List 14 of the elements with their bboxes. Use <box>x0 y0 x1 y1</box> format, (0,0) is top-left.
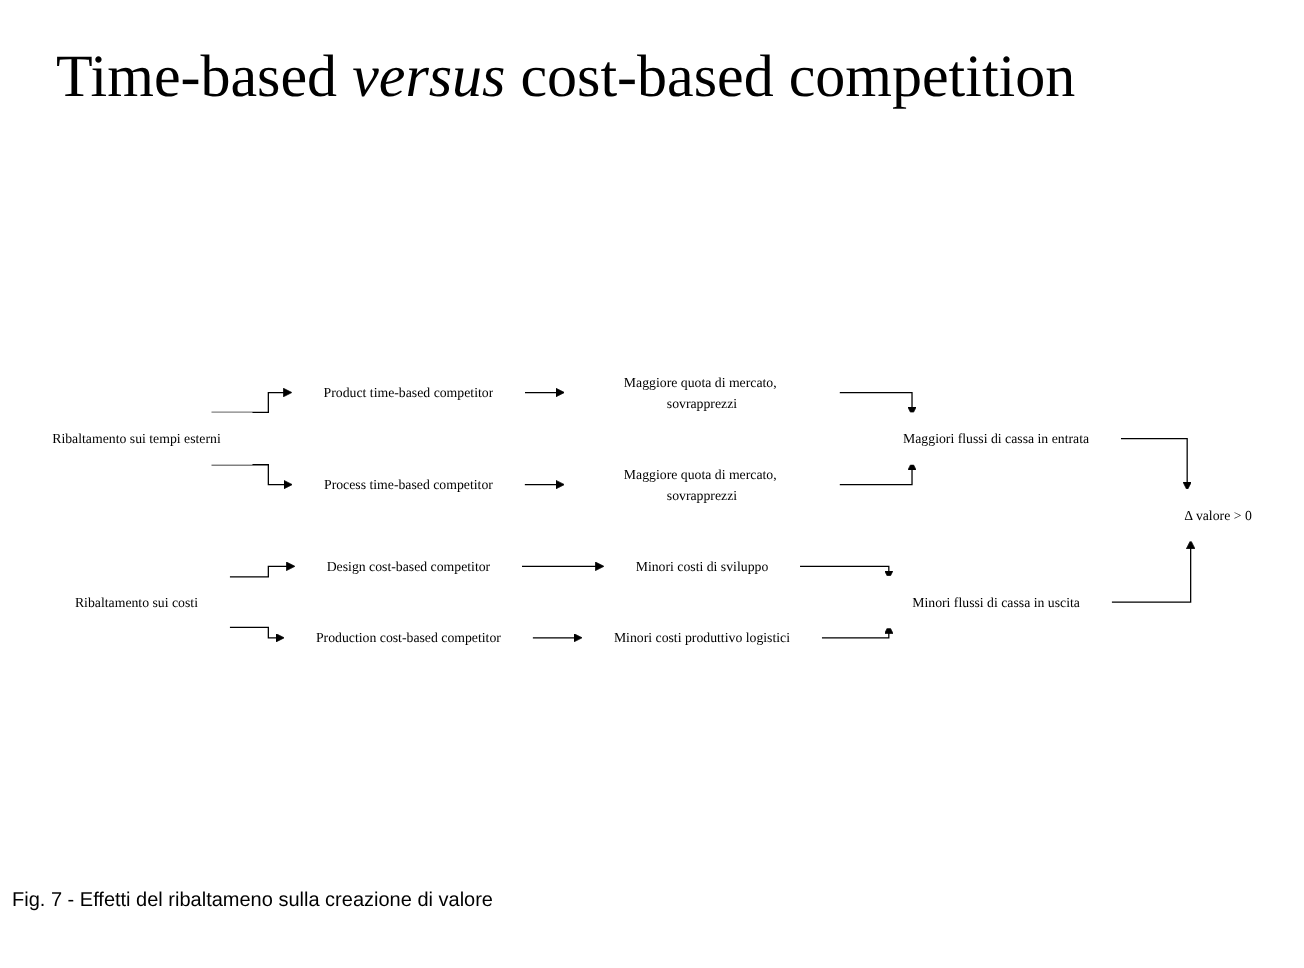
arrow <box>838 461 917 486</box>
arrow <box>229 561 296 578</box>
arrow <box>532 633 583 643</box>
arrow <box>799 565 894 580</box>
caption: Fig. 7 - Effetti del ribaltameno sulla creazione di valore <box>12 890 493 912</box>
arrow <box>1111 539 1196 603</box>
arrow <box>838 391 917 416</box>
arrow <box>524 387 565 398</box>
arrow <box>821 624 894 639</box>
arrow <box>521 561 605 571</box>
arrow <box>1120 437 1192 491</box>
arrow <box>523 479 565 490</box>
arrow <box>229 626 285 643</box>
title: Time-based versus cost-based competition <box>56 44 1076 112</box>
